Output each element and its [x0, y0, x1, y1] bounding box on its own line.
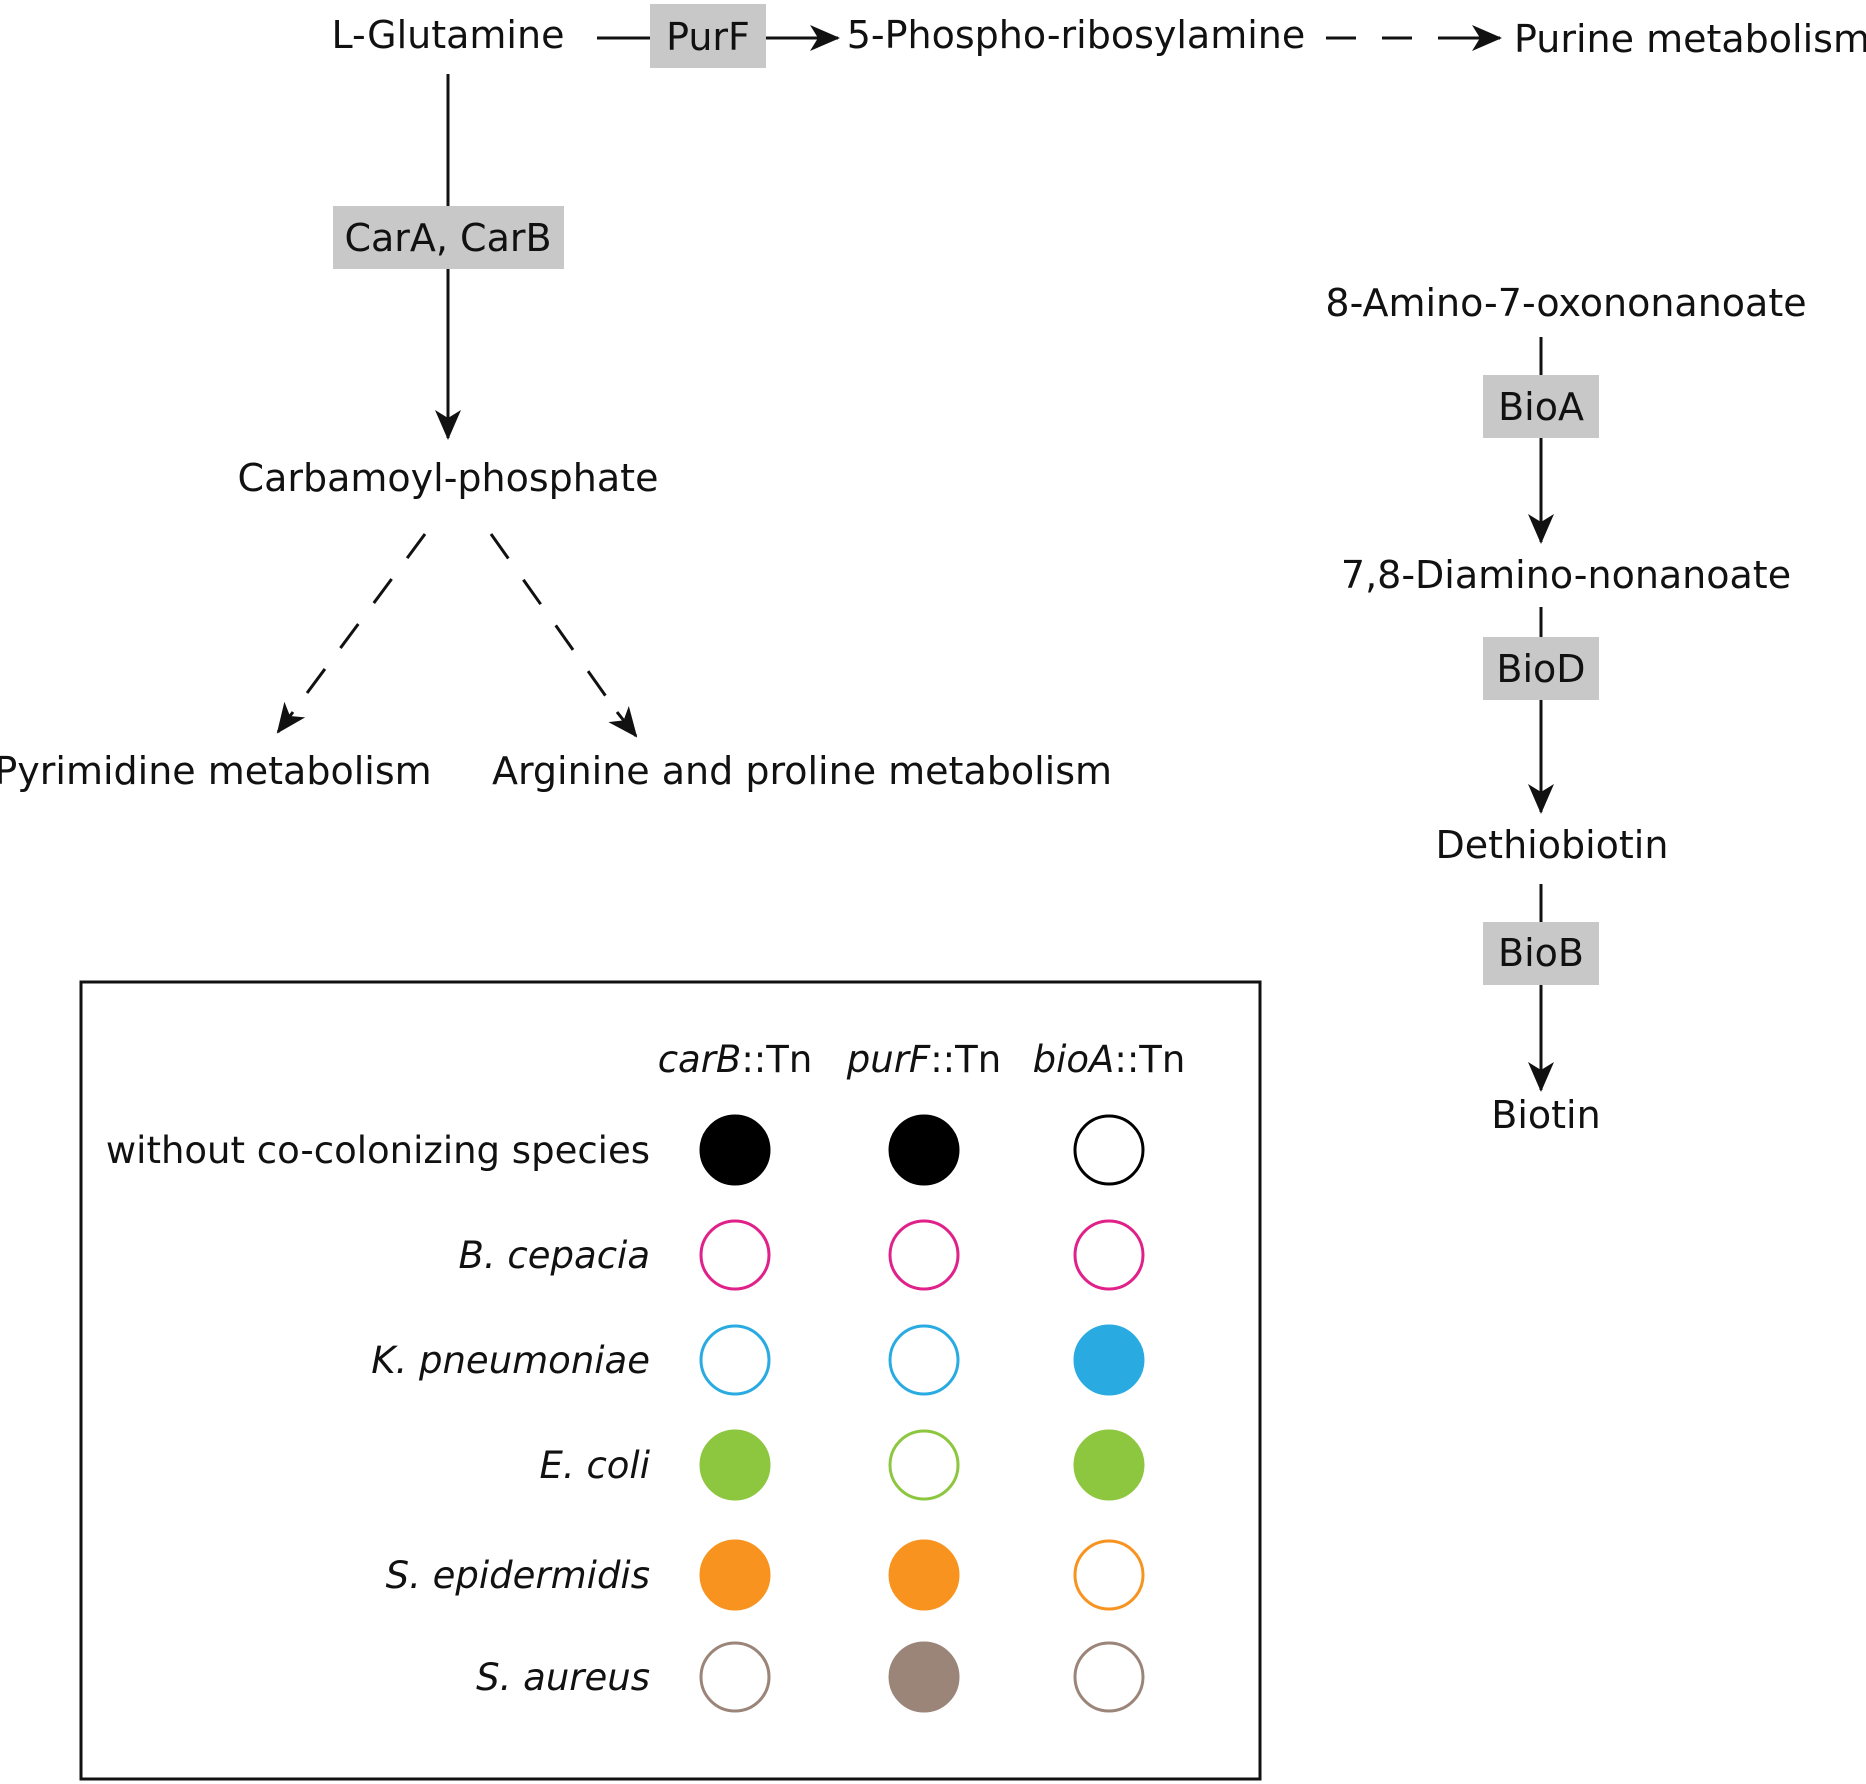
- filled-circle-marker: [888, 1114, 960, 1186]
- open-circle-marker: [699, 1324, 771, 1396]
- open-circle-marker: [888, 1219, 960, 1291]
- arrow-arginine-proline: [608, 705, 638, 738]
- enzyme-bioa-label: BioA: [1498, 385, 1584, 429]
- filled-circle-marker: [1073, 1429, 1145, 1501]
- filled-circle-marker: [699, 1539, 771, 1611]
- filled-circle-marker: [888, 1539, 960, 1611]
- enzyme-cara-carb: CarA, CarB: [333, 206, 564, 269]
- filled-circle-marker: [1073, 1324, 1145, 1396]
- enzyme-biob: BioB: [1483, 922, 1599, 985]
- node-diaminononanoate: 7,8-Diamino-nonanoate: [1341, 553, 1791, 597]
- legend-row: K. pneumoniae: [371, 1324, 1145, 1396]
- enzyme-purf: PurF: [650, 4, 766, 68]
- enzyme-purf-box: [650, 4, 766, 68]
- legend-rows: without co-colonizing species B. cepaciaK…: [106, 1114, 1145, 1713]
- enzyme-biob-box: [1483, 922, 1599, 985]
- legend-row: S. aureus: [476, 1641, 1145, 1713]
- open-circle-marker: [1073, 1641, 1145, 1713]
- filled-circle-marker: [699, 1114, 771, 1186]
- legend-column-gene: purF: [846, 1038, 931, 1081]
- node-arginine-proline: Arginine and proline metabolism: [492, 749, 1112, 793]
- legend-column-suffix: ::Tn: [930, 1038, 1001, 1081]
- open-circle-marker: [1073, 1539, 1145, 1611]
- legend-row-label: S. epidermidis: [386, 1554, 650, 1597]
- legend-row: S. epidermidis: [386, 1539, 1145, 1611]
- legend-column-suffix: ::Tn: [741, 1038, 812, 1081]
- enzyme-cara-carb-box: [333, 206, 564, 269]
- enzyme-biod-label: BioD: [1496, 647, 1585, 691]
- node-aminooxononanoate: 8-Amino-7-oxononanoate: [1325, 281, 1806, 325]
- node-biotin: Biotin: [1491, 1093, 1600, 1137]
- node-phosphoribosylamine: 5-Phospho-ribosylamine: [847, 13, 1306, 57]
- open-circle-marker: [699, 1219, 771, 1291]
- enzyme-biod: BioD: [1483, 637, 1599, 700]
- node-l-glutamine: L-Glutamine: [332, 13, 565, 57]
- enzyme-purf-label: PurF: [666, 15, 750, 59]
- legend-row-label: without co-colonizing species: [106, 1129, 650, 1172]
- open-circle-marker: [699, 1641, 771, 1713]
- open-circle-marker: [888, 1324, 960, 1396]
- dashed-edge-arginine: [489, 533, 619, 713]
- legend-row-label: K. pneumoniae: [371, 1339, 650, 1382]
- enzyme-biod-box: [1483, 637, 1599, 700]
- open-circle-marker: [1073, 1219, 1145, 1291]
- dashed-edge-pyrimidine: [291, 533, 427, 713]
- legend-row-label: E. coli: [540, 1444, 651, 1487]
- legend-column-header-carb: carB::Tn: [658, 1038, 813, 1081]
- legend-column-header-purf: purF::Tn: [846, 1038, 1001, 1081]
- legend-row-label: B. cepacia: [459, 1234, 650, 1277]
- legend-row-label: S. aureus: [476, 1656, 650, 1699]
- legend-row: E. coli: [540, 1429, 1145, 1501]
- legend-row: without co-colonizing species: [106, 1114, 1145, 1186]
- open-circle-marker: [888, 1429, 960, 1501]
- enzyme-bioa-box: [1483, 375, 1599, 438]
- node-carbamoyl-phosphate: Carbamoyl-phosphate: [238, 456, 659, 500]
- filled-circle-marker: [888, 1641, 960, 1713]
- enzyme-cara-carb-label: CarA, CarB: [344, 216, 551, 260]
- arrow-pyrimidine-metabolism: [276, 701, 306, 734]
- node-dethiobiotin: Dethiobiotin: [1436, 823, 1669, 867]
- enzyme-biob-label: BioB: [1498, 931, 1584, 975]
- enzyme-bioa: BioA: [1483, 375, 1599, 438]
- legend-box: [79, 980, 1262, 1781]
- legend-row: B. cepacia: [459, 1219, 1145, 1291]
- open-circle-marker: [1073, 1114, 1145, 1186]
- node-pyrimidine-metabolism: Pyrimidine metabolism: [0, 749, 432, 793]
- legend-column-gene: bioA: [1033, 1038, 1115, 1081]
- legend-column-gene: carB: [658, 1038, 742, 1081]
- legend-column-header-bioa: bioA::Tn: [1033, 1038, 1186, 1081]
- legend-column-suffix: ::Tn: [1114, 1038, 1185, 1081]
- filled-circle-marker: [699, 1429, 771, 1501]
- node-purine-metabolism: Purine metabolism: [1514, 17, 1866, 61]
